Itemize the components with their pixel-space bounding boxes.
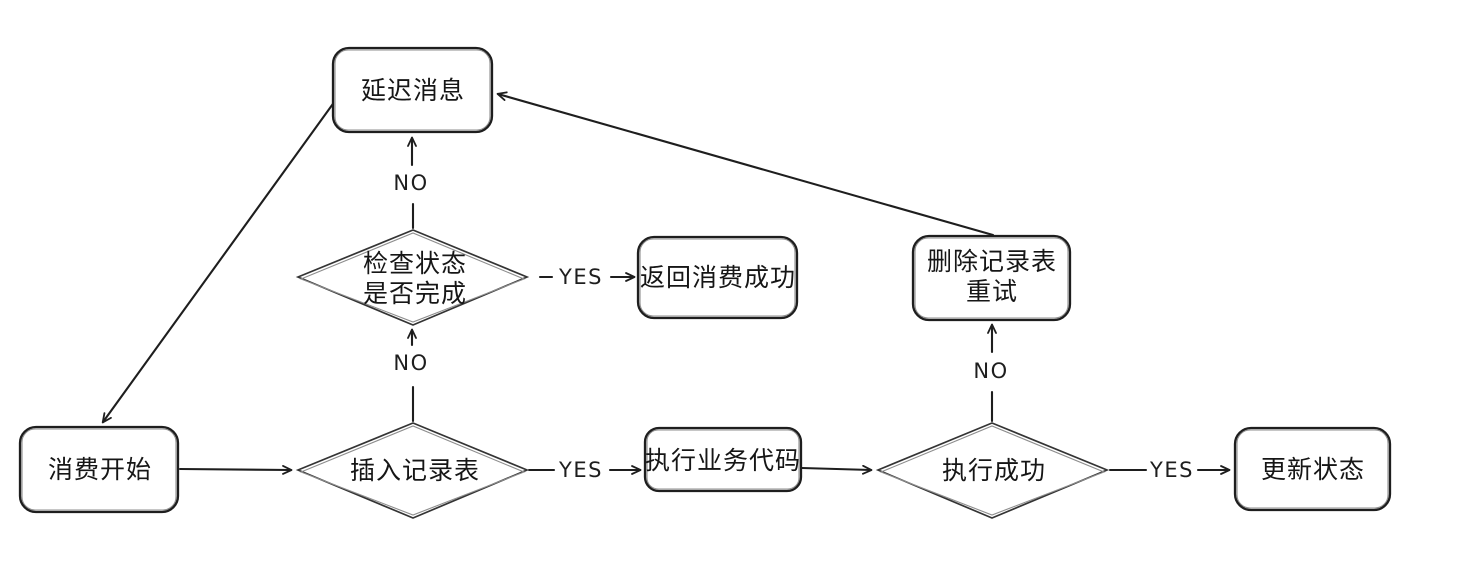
insert-record-label: 插入记录表: [350, 456, 480, 485]
consume-start-label: 消费开始: [48, 455, 152, 484]
check-status-diamond: 检查状态 是否完成: [295, 229, 530, 326]
edge-delete-record-retry-to-delay-message: [496, 91, 995, 237]
update-status-label: 更新状态: [1261, 455, 1365, 484]
delete-record-retry-label-line1: 删除记录表: [927, 247, 1057, 276]
edge-execute-business-code-to-execute-success: [800, 464, 873, 475]
edge-execute-success-no-to-delete-record-retry: NO: [973, 323, 1008, 423]
edge-label-execute-success-no: NO: [973, 359, 1008, 383]
edge-insert-record-yes-to-execute-business-code: YES: [527, 458, 642, 482]
execute-business-code-node: 执行业务代码: [643, 426, 803, 493]
check-status-label-line1: 检查状态: [363, 249, 467, 278]
delay-message-node: 延迟消息: [331, 46, 494, 134]
edge-label-check-status-yes: YES: [558, 265, 603, 289]
edge-check-status-no-to-delay-message: NO: [393, 136, 428, 230]
edge-check-status-yes-to-return-success: YES: [538, 265, 636, 289]
delay-message-label: 延迟消息: [361, 76, 465, 105]
return-success-node: 返回消费成功: [636, 235, 799, 320]
delete-record-retry-node: 删除记录表 重试: [911, 234, 1072, 322]
edge-delay-message-to-consume-start: [101, 99, 337, 424]
execute-business-code-label: 执行业务代码: [645, 446, 801, 475]
delete-record-retry-label-line2: 重试: [966, 277, 1018, 306]
update-status-node: 更新状态: [1233, 426, 1392, 512]
insert-record-diamond: 插入记录表: [295, 422, 530, 519]
edge-label-execute-success-yes: YES: [1149, 458, 1194, 482]
execute-success-label: 执行成功: [942, 456, 1046, 485]
execute-success-diamond: 执行成功: [875, 422, 1110, 519]
edge-label-check-status-no: NO: [393, 171, 428, 195]
edge-label-insert-record-yes: YES: [558, 458, 603, 482]
consume-start-node: 消费开始: [18, 425, 180, 514]
edge-execute-success-yes-to-update-status: YES: [1108, 458, 1231, 482]
edge-label-insert-record-no: NO: [393, 351, 428, 375]
edge-insert-record-no-to-check-status: NO: [393, 328, 428, 423]
edge-consume-start-to-insert-record: [178, 465, 293, 475]
check-status-label-line2: 是否完成: [363, 279, 467, 308]
return-success-label: 返回消费成功: [640, 263, 796, 292]
